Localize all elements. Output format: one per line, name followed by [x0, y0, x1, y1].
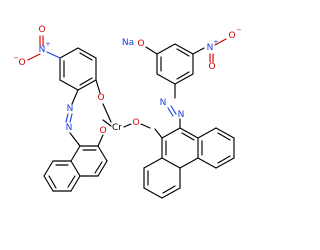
left-naphthalene: [43, 134, 108, 192]
atom-o-nitro-right-bottom: O: [208, 62, 215, 72]
chemical-structure: O − N + O O Cr N N O O N N Na O N + O − …: [13, 25, 242, 199]
atom-n-azo-right-left: N: [160, 98, 167, 108]
atom-chromium: Cr: [112, 123, 122, 133]
atom-n-nitro-left: N: [39, 45, 46, 55]
charge-plus-left: +: [45, 40, 50, 48]
atom-o-phenol-left: O: [97, 93, 104, 103]
atom-o-naphthol-right: O: [132, 118, 139, 128]
charge-plus-right: +: [213, 38, 218, 46]
atom-o-naphthol-left: O: [99, 126, 106, 136]
right-nitrophenyl-ring: [145, 43, 194, 117]
atom-n-azo-right-right: N: [178, 110, 185, 120]
charge-minus-right: −: [236, 26, 241, 34]
atom-o-nitro-right-minus: O: [228, 31, 235, 41]
atom-o-nitro-left-minus: O: [18, 58, 25, 68]
left-nitrophenyl-ring: [59, 47, 97, 91]
right-nitro-group: [192, 38, 227, 63]
atom-o-nitro-left-top: O: [38, 25, 45, 35]
atom-n-azo-left-upper: N: [67, 104, 74, 114]
atom-sodium: Na: [122, 38, 134, 48]
left-nitro-group: [27, 35, 61, 61]
charge-minus-left: −: [13, 54, 18, 62]
atom-n-azo-left-lower: N: [66, 123, 73, 133]
cr-o-bond: [123, 123, 132, 128]
atom-n-nitro-right: N: [207, 43, 214, 53]
o-naphthol-bond: [140, 123, 151, 129]
left-chelate-bonds: [65, 79, 112, 147]
atom-o-phenol-right: O: [137, 39, 144, 49]
right-naphthalene: [143, 118, 235, 199]
